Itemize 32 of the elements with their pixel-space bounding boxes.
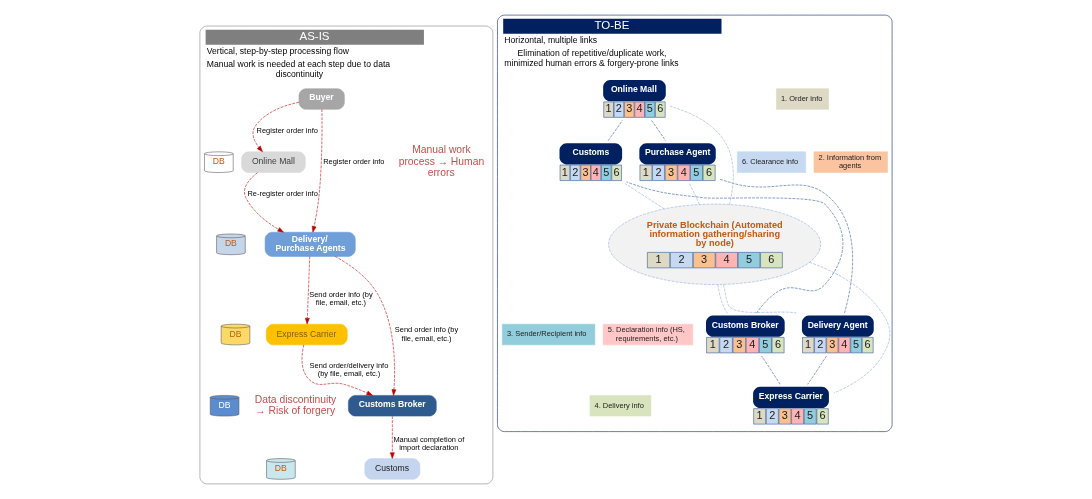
connector bbox=[624, 183, 665, 210]
connector bbox=[689, 183, 700, 205]
connector bbox=[809, 262, 891, 394]
arrow bbox=[301, 344, 373, 396]
node-label: 1 2 3 4 5 6 bbox=[756, 409, 826, 422]
node-box: Express Carrier bbox=[265, 323, 348, 346]
node-box: Buyer bbox=[298, 88, 345, 110]
node-label: 1 2 3 4 5 6 bbox=[709, 337, 781, 350]
label: Manual work process → Human errors bbox=[398, 144, 485, 179]
connector bbox=[717, 284, 728, 314]
node-box: Customs Broker bbox=[348, 395, 437, 417]
arrow bbox=[390, 416, 395, 459]
connector bbox=[669, 105, 734, 205]
connector bbox=[719, 178, 853, 314]
arrow bbox=[244, 172, 284, 233]
label: Data discontinuity → Risk of forgery bbox=[254, 393, 337, 417]
node-label: 1 2 3 4 5 6 bbox=[605, 102, 664, 115]
arrow bbox=[334, 256, 397, 396]
arrow bbox=[311, 109, 323, 233]
node-label: 1 2 3 4 5 6 bbox=[642, 165, 713, 178]
node-box: Online Mall bbox=[241, 151, 306, 173]
node-ellipse: Private Blockchain (Automated information gathering/sharing by node) 1 2 3 4 5 6 bbox=[608, 203, 821, 285]
arrow bbox=[252, 102, 300, 153]
node-label: 1 2 3 4 5 6 bbox=[805, 337, 871, 350]
connector bbox=[651, 120, 666, 141]
node-box: Delivery/ Purchase Agents bbox=[264, 232, 356, 257]
node-label: 1 2 3 4 5 6 bbox=[561, 165, 620, 178]
connector bbox=[723, 284, 798, 314]
node-box: Customs bbox=[364, 458, 421, 480]
connector bbox=[626, 181, 844, 314]
arrow bbox=[305, 256, 311, 325]
connector bbox=[607, 120, 623, 141]
